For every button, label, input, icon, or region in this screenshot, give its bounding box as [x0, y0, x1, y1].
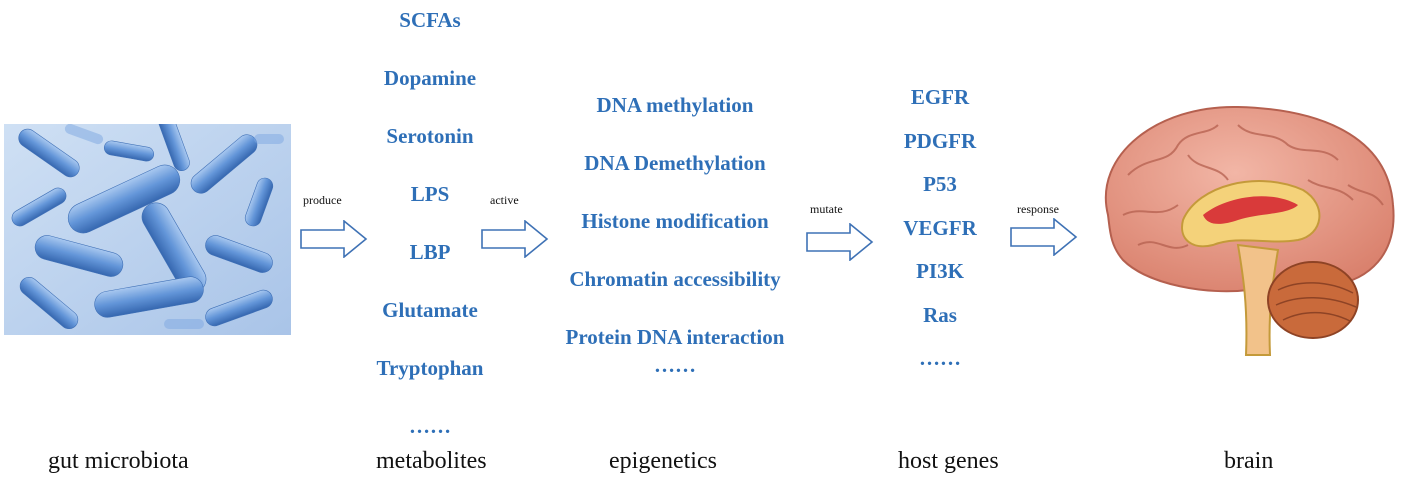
metabolite-item: LBP: [409, 240, 451, 264]
epigenetic-item: DNA methylation: [596, 93, 754, 117]
metabolite-item: Dopamine: [383, 66, 477, 90]
stage-label-metabolites: metabolites: [376, 448, 487, 474]
arrow-response-icon: [1010, 218, 1078, 256]
arrow-label-response: response: [1017, 202, 1059, 216]
arrow-label-produce: produce: [303, 193, 342, 207]
gene-item: P53: [923, 172, 957, 196]
epigenetic-item: DNA Demethylation: [584, 151, 766, 175]
stage-label-host-genes: host genes: [898, 448, 999, 474]
stage-label-gut-microbiota: gut microbiota: [48, 448, 189, 474]
epigenetic-item: Histone modification: [581, 209, 769, 233]
gene-item: Ras: [923, 302, 957, 327]
metabolite-item: SCFAs: [399, 8, 461, 32]
gene-item: PDGFR: [903, 128, 977, 153]
metabolite-item: Tryptophan: [376, 356, 484, 380]
bacteria-image: [4, 124, 291, 335]
epigenetic-ellipsis: ……: [654, 353, 696, 377]
epigenetic-item: Chromatin accessibility: [569, 267, 781, 291]
metabolite-ellipsis: ……: [409, 414, 451, 438]
epigenetic-item: Protein DNA interaction: [565, 325, 785, 349]
gene-item: VEGFR: [903, 215, 977, 240]
metabolite-item: LPS: [410, 182, 450, 206]
arrow-label-active: active: [490, 193, 519, 207]
host-genes-list: EGFR PDGFR P53 VEGFR PI3K Ras ……: [880, 83, 1000, 388]
arrow-mutate-icon: [806, 223, 874, 261]
metabolites-list: SCFAs Dopamine Serotonin LPS LBP Glutama…: [330, 6, 530, 470]
epigenetics-list: DNA methylation DNA Demethylation Histon…: [540, 90, 810, 408]
arrow-produce-icon: [300, 220, 368, 258]
gene-ellipsis: ……: [919, 346, 961, 370]
metabolite-item: Serotonin: [386, 124, 474, 148]
arrow-active-icon: [481, 220, 549, 258]
arrow-label-mutate: mutate: [810, 202, 843, 216]
stage-label-brain: brain: [1224, 448, 1274, 474]
metabolite-item: Glutamate: [382, 298, 478, 322]
brain-image: [1105, 105, 1395, 356]
gene-item: PI3K: [916, 259, 964, 283]
gene-item: EGFR: [910, 85, 970, 109]
stage-label-epigenetics: epigenetics: [609, 448, 717, 474]
